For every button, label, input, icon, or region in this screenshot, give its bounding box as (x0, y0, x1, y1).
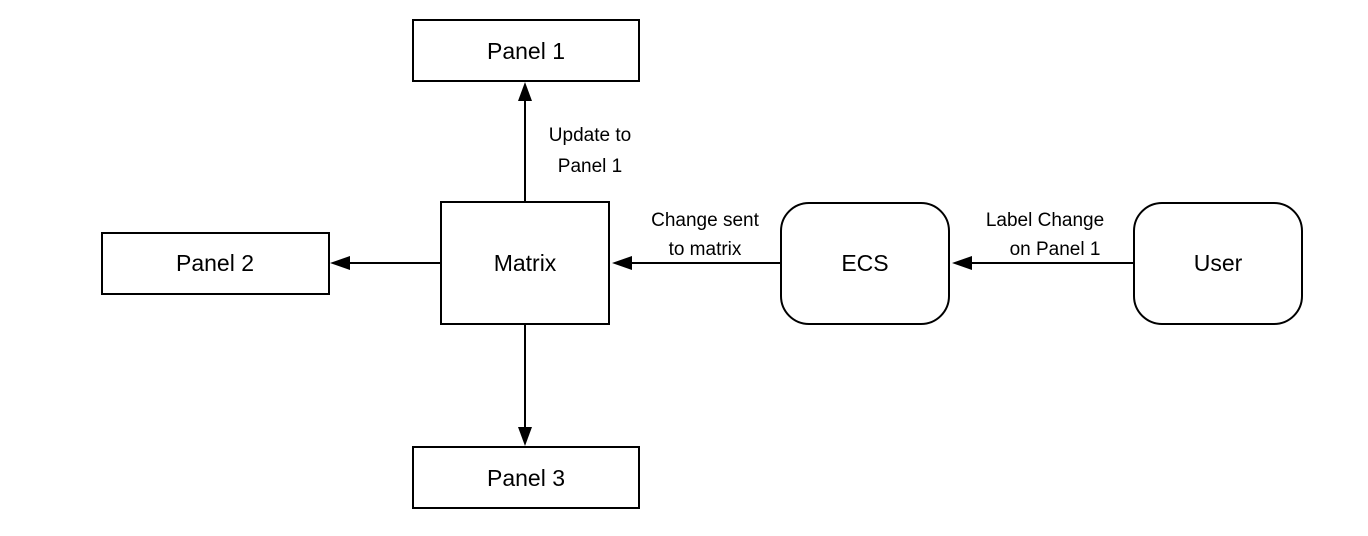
node-matrix-label: Matrix (494, 250, 557, 276)
edge-label-matrix-to-panel1: Update to Panel 1 (549, 125, 631, 177)
node-user-label: User (1194, 250, 1243, 276)
edge-label-line: to matrix (669, 239, 742, 260)
node-panel2-label: Panel 2 (176, 250, 254, 276)
node-ecs-label: ECS (841, 250, 888, 276)
node-panel1-label: Panel 1 (487, 38, 565, 64)
node-user: User (1133, 202, 1303, 325)
edge-label-line: Update to (549, 125, 631, 146)
edge-matrix-to-panel2 (330, 256, 441, 270)
edge-label-line: Label Change (986, 210, 1104, 231)
node-panel2: Panel 2 (101, 232, 330, 295)
edge-label-line: on Panel 1 (1010, 239, 1101, 260)
node-panel1: Panel 1 (412, 19, 640, 82)
edge-label-ecs-to-matrix: Change sent to matrix (651, 210, 759, 260)
edge-ecs-to-matrix (612, 256, 780, 270)
edge-label-user-to-ecs: Label Change on Panel 1 (986, 210, 1104, 260)
edge-matrix-to-panel3 (518, 324, 532, 446)
node-ecs: ECS (780, 202, 950, 325)
edge-user-to-ecs (952, 256, 1133, 270)
node-panel3-label: Panel 3 (487, 465, 565, 491)
edge-matrix-to-panel1 (518, 82, 532, 202)
edge-label-line: Panel 1 (558, 156, 622, 177)
node-panel3: Panel 3 (412, 446, 640, 509)
node-matrix: Matrix (440, 201, 610, 325)
edge-label-line: Change sent (651, 210, 759, 231)
